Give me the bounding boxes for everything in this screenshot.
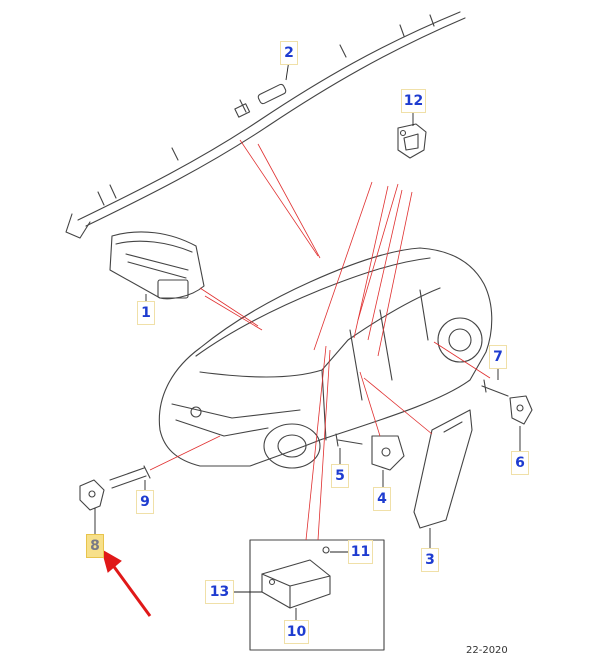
callout-7: 7 xyxy=(489,345,507,369)
callout-11: 11 xyxy=(348,540,373,564)
callout-leaders xyxy=(94,59,521,622)
callout-5: 5 xyxy=(331,464,349,488)
inset-frame xyxy=(249,539,385,651)
leader-lines xyxy=(149,139,491,541)
curtain-airbag xyxy=(65,11,466,239)
callout-12: 12 xyxy=(401,89,426,113)
module-1 xyxy=(109,231,205,300)
knee-airbag-3 xyxy=(413,409,473,529)
callout-1: 1 xyxy=(137,301,155,325)
sensor-4-and-bolt-5 xyxy=(335,433,405,471)
sensor-8-and-bolt-9 xyxy=(79,465,151,511)
callout-13: 13 xyxy=(205,580,234,604)
callout-4: 4 xyxy=(373,487,391,511)
car-body xyxy=(158,247,493,469)
callout-8-highlighted: 8 xyxy=(86,534,104,558)
callout-3: 3 xyxy=(421,548,439,572)
callout-2: 2 xyxy=(280,41,298,65)
callout-6: 6 xyxy=(511,451,529,475)
control-module-13 xyxy=(261,546,331,609)
footnote-code: 22-2020 xyxy=(466,645,508,656)
callout-9: 9 xyxy=(136,490,154,514)
side-impact-sensor-12 xyxy=(397,123,427,159)
callout-10: 10 xyxy=(284,620,309,644)
red-arrow xyxy=(101,548,152,617)
sensor-6-and-bolt-7 xyxy=(481,379,533,425)
